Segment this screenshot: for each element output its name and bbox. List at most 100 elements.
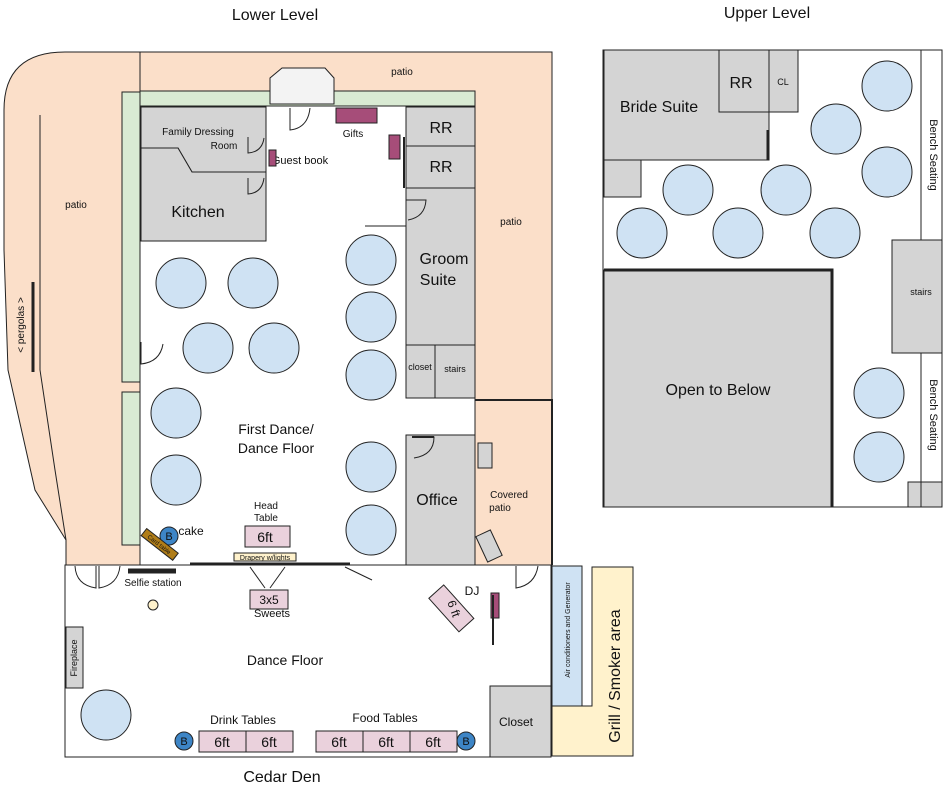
covered-patio-label-2: patio: [489, 503, 511, 514]
bar-marker-cake: [159, 526, 179, 546]
round-table: [861, 60, 913, 112]
covered-patio-grill: [475, 529, 503, 563]
sweets-label: Sweets: [254, 608, 291, 620]
drapery-label: Drapery w/lights: [240, 555, 291, 562]
head-table: [244, 525, 291, 548]
guest-book-label: Guest book: [272, 155, 329, 167]
closet-small: [405, 344, 436, 399]
dj-label: DJ: [465, 584, 480, 598]
green-wall-left-lower: [121, 391, 141, 546]
door-swing-entry: [289, 107, 311, 131]
dj-stand: [490, 592, 500, 619]
closet-small-label: closet: [408, 362, 432, 372]
round-table: [345, 349, 397, 401]
upper-stairs-label: stairs: [910, 287, 932, 297]
office: [405, 434, 476, 566]
drink-table-2: [245, 730, 294, 753]
round-table: [853, 431, 905, 483]
patio-left-label: patio: [65, 200, 87, 211]
bar-marker-drink-label: B: [180, 736, 187, 748]
family-dressing-label-2: Room: [211, 141, 238, 152]
upper-tables: [616, 60, 913, 483]
door-swing-cedar-3: [515, 565, 539, 589]
round-table: [150, 387, 202, 439]
upper-stairs: [891, 239, 943, 354]
fireplace: [65, 626, 84, 689]
head-table-label-2: Table: [254, 513, 278, 524]
cedar-den: [64, 564, 552, 758]
dj-table: [428, 584, 475, 633]
round-table: [712, 207, 764, 259]
food-table-3-size: 6ft: [425, 734, 441, 750]
cedar-closet: [489, 685, 552, 758]
upper-level-title: Upper Level: [724, 5, 810, 22]
restroom-2: [405, 145, 476, 189]
round-table: [150, 454, 202, 506]
round-table: [810, 103, 862, 155]
groom-suite: [405, 187, 476, 346]
dj-table-size: 6 ft: [444, 598, 463, 619]
upper-closet: [768, 49, 799, 113]
ac-generator-label: Air conditioners and Generator: [565, 582, 572, 678]
drape-line-1: [249, 566, 266, 589]
drape-line-3: [344, 566, 373, 581]
kitchen-label: Kitchen: [171, 204, 224, 221]
lower-hall-tables: [150, 234, 397, 556]
round-table: [345, 441, 397, 493]
open-to-below-label: Open to Below: [666, 382, 771, 399]
round-table: [345, 234, 397, 286]
restroom-1-label: RR: [429, 120, 452, 137]
door-swing-groom: [406, 199, 427, 221]
covered-patio-wall: [475, 399, 553, 565]
bar-marker-drink: [174, 731, 194, 751]
drink-tables: 6ft 6ft: [198, 730, 294, 753]
food-table-1-size: 6ft: [331, 734, 347, 750]
pergolas-label: < pergolas >: [16, 297, 27, 353]
round-table: [345, 504, 397, 556]
gifts-table: [335, 107, 378, 124]
groom-suite-label-1: Groom: [420, 251, 469, 268]
green-wall-left-upper: [121, 91, 141, 383]
bench-seating-bottom-label: Bench Seating: [927, 379, 939, 451]
head-table-label-1: Head: [254, 501, 278, 512]
card-table: [140, 527, 179, 561]
food-tables-label: Food Tables: [352, 711, 417, 725]
bench-seating-top-label: Bench Seating: [927, 119, 939, 191]
food-table-3: [409, 730, 458, 753]
kitchen: [140, 147, 267, 242]
fireplace-label: Fireplace: [69, 639, 79, 676]
stairs-lower: [434, 344, 476, 399]
pergola-line-left: [39, 115, 67, 541]
bride-suite-nook: [603, 159, 642, 198]
selfie-station-label: Selfie station: [124, 578, 181, 589]
door-swing-cedar-2: [98, 565, 121, 589]
restroom-1: [405, 106, 476, 147]
upper-restroom-label: RR: [729, 75, 752, 92]
round-table: [345, 291, 397, 343]
round-table: [182, 322, 234, 374]
restroom-2-label: RR: [429, 159, 452, 176]
covered-patio-box: [477, 442, 493, 469]
sweets-table-size: 3x5: [259, 593, 279, 607]
bar-marker-food-label: B: [462, 736, 469, 748]
guest-book-table: [268, 149, 277, 167]
round-table: [760, 164, 812, 216]
gifts-label: Gifts: [343, 129, 364, 140]
drink-table-2-size: 6ft: [261, 734, 277, 750]
door-swing-family: [247, 137, 265, 154]
upper-corner-box: [907, 481, 943, 508]
upper-restroom: [718, 49, 770, 113]
round-table: [227, 257, 279, 309]
maroon-stand: [388, 134, 401, 160]
first-dance-label-2: Dance Floor: [238, 440, 315, 456]
office-label: Office: [416, 492, 458, 509]
first-dance-label-1: First Dance/: [238, 421, 314, 437]
bar-marker-cake-label: B: [165, 531, 172, 543]
entrance-bump: [269, 67, 335, 105]
grill-smoker-label: Grill / Smoker area: [607, 609, 624, 742]
bride-suite-label: Bride Suite: [620, 99, 698, 116]
patio-right-label: patio: [500, 217, 522, 228]
round-table: [809, 207, 861, 259]
groom-suite-label-2: Suite: [420, 272, 457, 289]
